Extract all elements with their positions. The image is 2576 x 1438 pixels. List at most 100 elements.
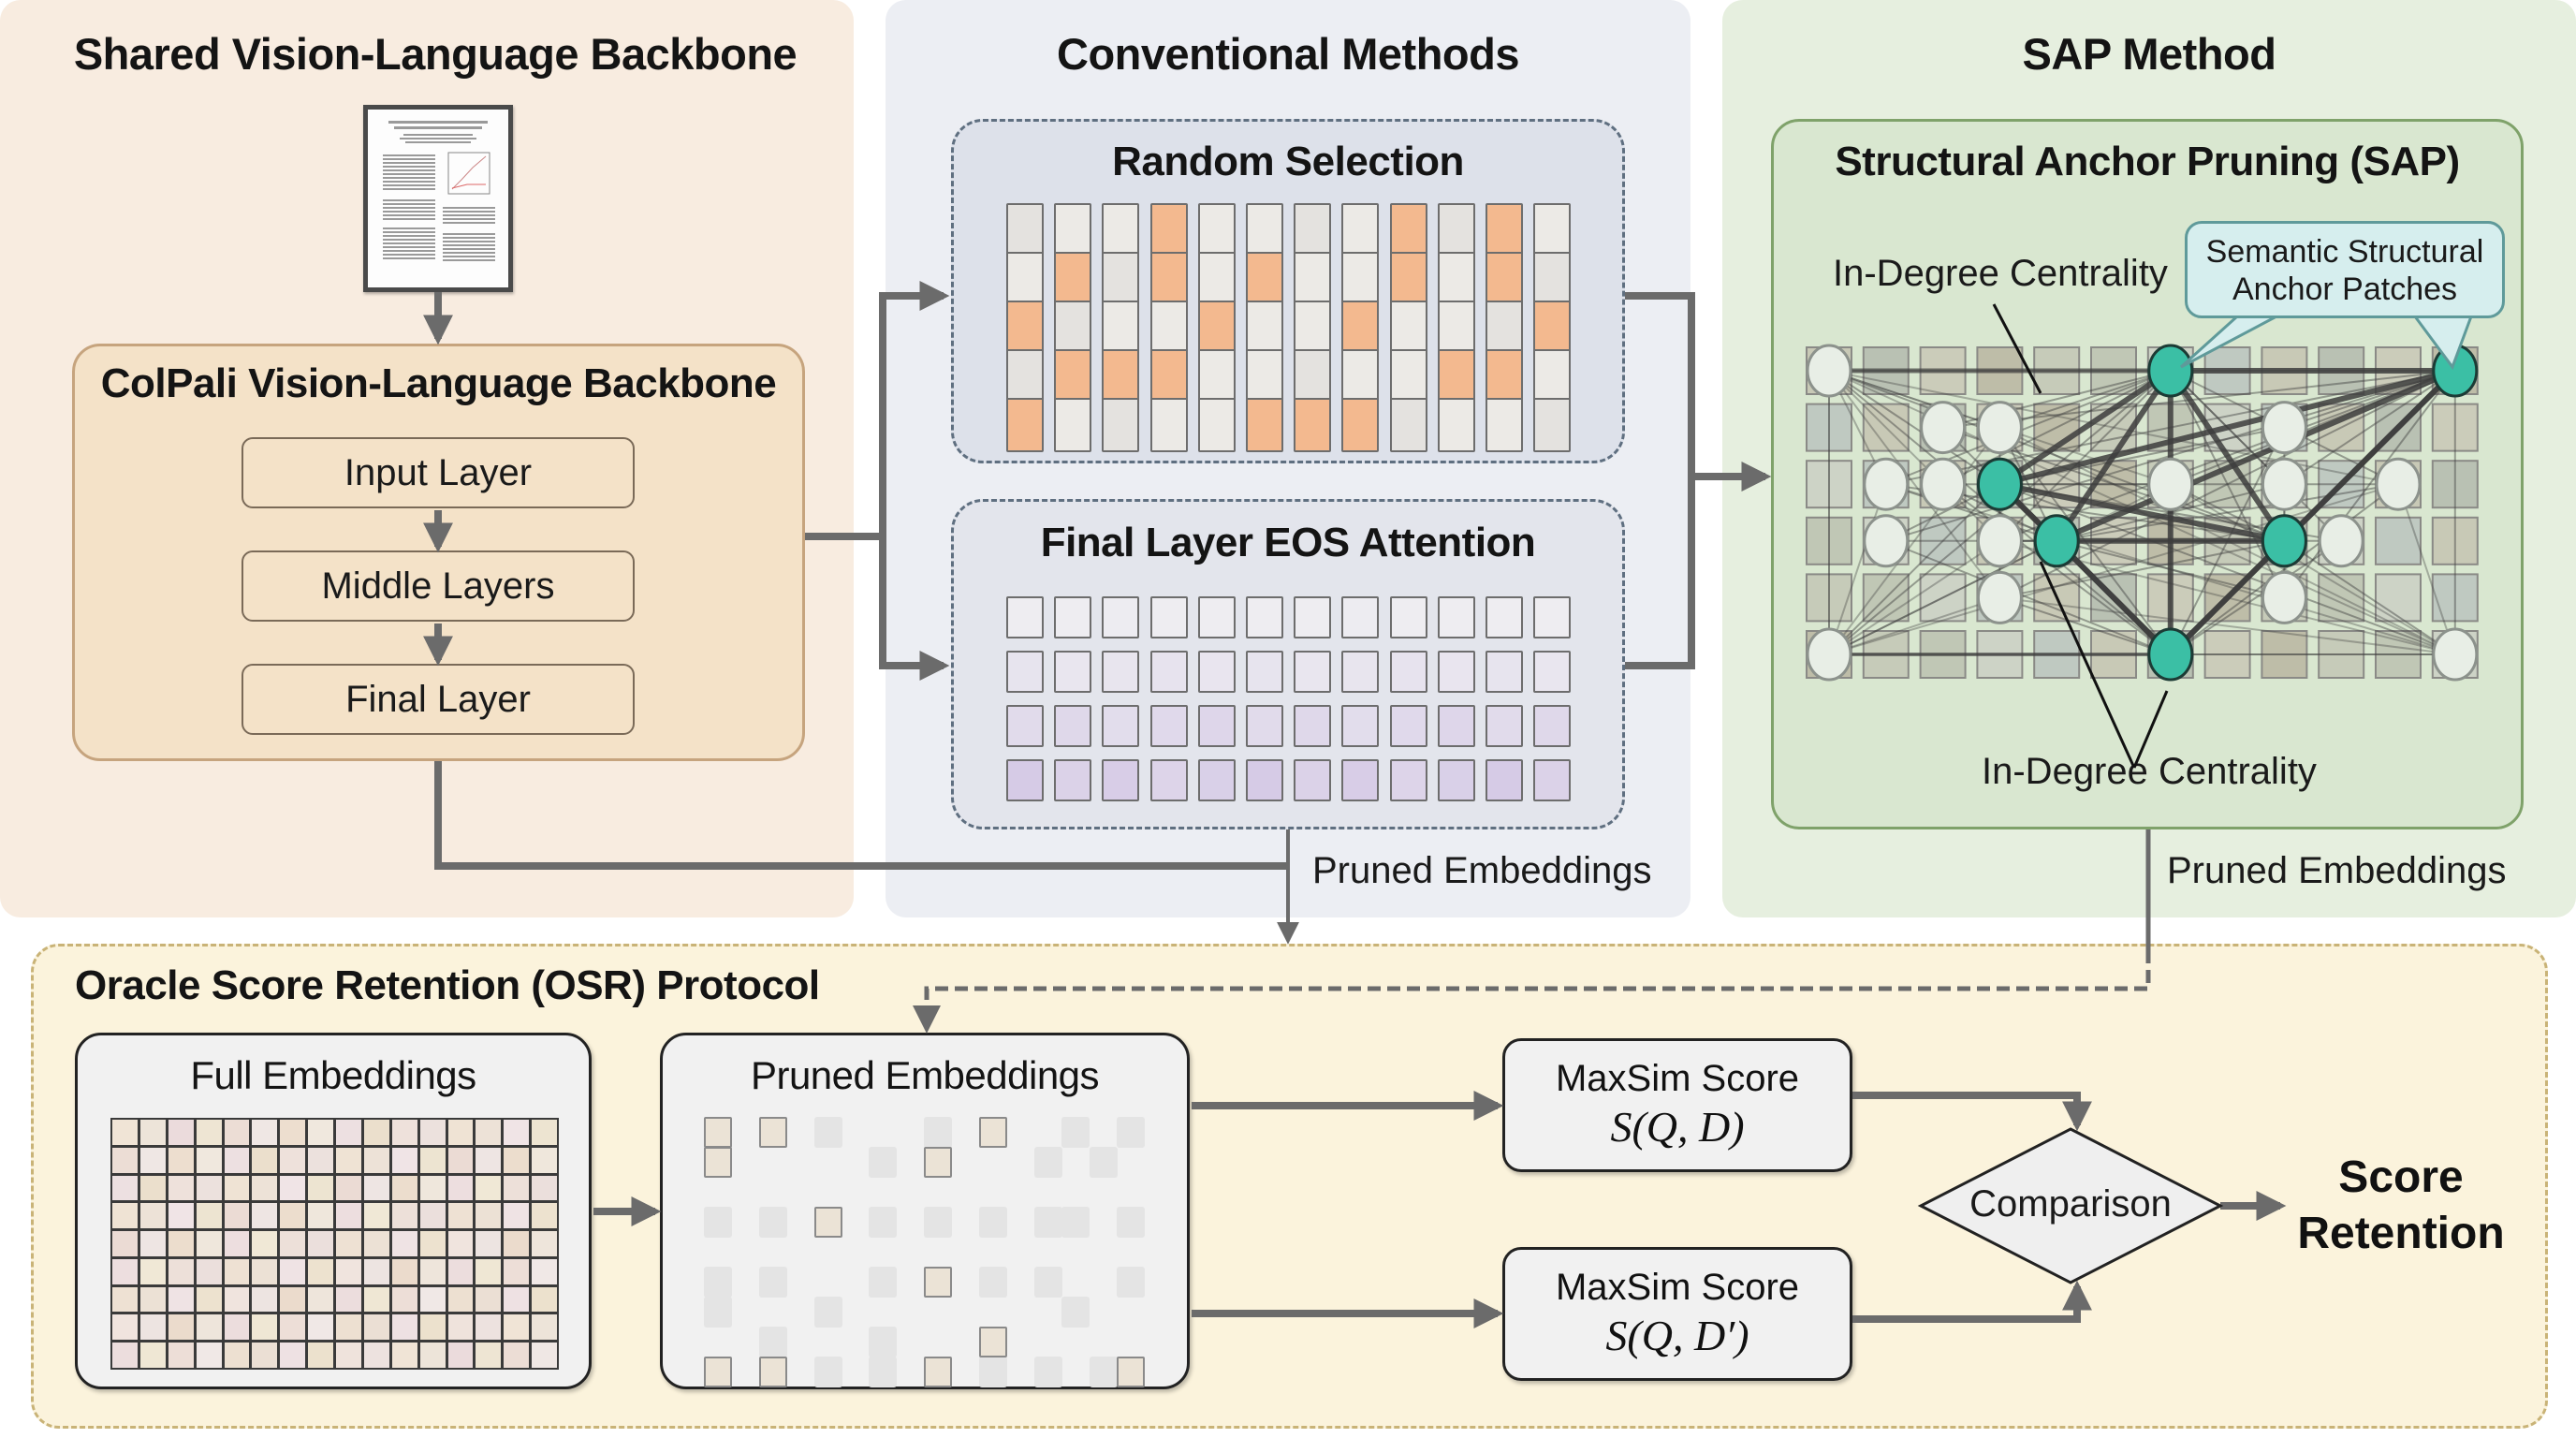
pruned-dropped-cell xyxy=(758,1327,787,1357)
random-unselected-patch xyxy=(1533,349,1572,404)
eos-attention-patch xyxy=(1533,705,1572,747)
full-embedding-cell xyxy=(502,1173,532,1203)
pruned-dropped-cell xyxy=(813,1297,842,1328)
pruned-dropped-cell xyxy=(758,1267,787,1298)
full-embedding-cell xyxy=(138,1284,168,1314)
random-unselected-patch xyxy=(1149,398,1188,452)
random-unselected-patch xyxy=(1246,301,1283,355)
full-embedding-cell xyxy=(306,1201,335,1231)
full-embedding-cell xyxy=(250,1118,280,1147)
full-embedding-cell xyxy=(138,1341,168,1370)
random-unselected-patch xyxy=(1197,203,1236,257)
score-retention-line-2: Retention xyxy=(2297,1209,2505,1258)
random-selected-patch xyxy=(1197,301,1236,355)
full-embedding-cell xyxy=(474,1173,504,1203)
full-embedding-cell xyxy=(278,1341,308,1370)
anchor-patches-callout: Semantic Structural Anchor Patches xyxy=(2185,221,2505,318)
eos-attention-patch xyxy=(1437,705,1475,747)
full-embedding-cell xyxy=(110,1229,139,1258)
random-unselected-patch xyxy=(1006,252,1044,306)
random-selected-patch xyxy=(1389,203,1427,257)
eos-attention-patch xyxy=(1102,651,1140,693)
pruned-dropped-cell xyxy=(979,1267,1007,1298)
full-embedding-cell xyxy=(194,1313,224,1343)
eos-attention-patch xyxy=(1246,651,1283,693)
pruned-dropped-cell xyxy=(813,1117,842,1148)
eos-attention-patch xyxy=(1486,705,1523,747)
random-unselected-patch xyxy=(1437,203,1475,257)
random-unselected-patch xyxy=(1341,252,1380,306)
eos-attention-patch xyxy=(1341,651,1380,693)
full-embedding-cell xyxy=(278,1229,308,1258)
full-embedding-cell xyxy=(361,1256,391,1286)
pruned-dropped-cell xyxy=(813,1357,842,1387)
random-selected-patch xyxy=(1246,398,1283,452)
full-embedding-cell xyxy=(446,1173,476,1203)
random-unselected-patch xyxy=(1102,398,1140,452)
eos-attention-patch xyxy=(1197,759,1236,801)
pruned-dropped-cell xyxy=(1117,1267,1145,1298)
full-embedding-cell xyxy=(110,1256,139,1286)
full-embedding-cell xyxy=(110,1341,139,1370)
full-embedding-cell xyxy=(334,1256,363,1286)
full-embedding-cell xyxy=(446,1341,476,1370)
pruned-kept-cell xyxy=(1117,1357,1145,1387)
maxsim-full-formula: S(Q, D) xyxy=(1610,1103,1745,1151)
full-embedding-cell xyxy=(138,1256,168,1286)
random-unselected-patch xyxy=(1006,203,1044,257)
pruned-kept-cell xyxy=(979,1327,1007,1357)
random-unselected-patch xyxy=(1197,252,1236,306)
full-embedding-cell xyxy=(474,1201,504,1231)
random-unselected-patch xyxy=(1102,252,1140,306)
full-embedding-cell xyxy=(530,1173,559,1203)
maxsim-full-box: MaxSim Score S(Q, D) xyxy=(1502,1038,1852,1172)
full-embedding-cell xyxy=(389,1313,419,1343)
full-embedding-cell xyxy=(194,1201,224,1231)
random-unselected-patch xyxy=(1246,349,1283,404)
full-embedding-cell xyxy=(502,1145,532,1175)
full-embedding-cell xyxy=(446,1284,476,1314)
full-embedding-cell xyxy=(166,1118,196,1147)
eos-attention-patch xyxy=(1149,759,1188,801)
random-selection-title: Random Selection xyxy=(1112,139,1464,184)
eos-attention-patch xyxy=(1197,651,1236,693)
random-unselected-patch xyxy=(1006,349,1044,404)
full-embedding-cell xyxy=(138,1173,168,1203)
full-embedding-cell xyxy=(389,1118,419,1147)
full-embedding-cell xyxy=(166,1201,196,1231)
pruned-dropped-cell xyxy=(758,1207,787,1238)
full-embedding-cell xyxy=(334,1118,363,1147)
full-embedding-cell xyxy=(530,1118,559,1147)
full-embedding-cell xyxy=(474,1284,504,1314)
final-layer-box: Final Layer xyxy=(242,664,635,735)
full-embedding-cell xyxy=(222,1284,252,1314)
full-embedding-cell xyxy=(250,1145,280,1175)
pruned-kept-cell xyxy=(924,1147,953,1178)
full-embedding-cell xyxy=(361,1284,391,1314)
full-embedding-cell xyxy=(138,1118,168,1147)
full-embedding-cell xyxy=(222,1256,252,1286)
eos-attention-patch xyxy=(1149,705,1188,747)
full-embedding-cell xyxy=(278,1173,308,1203)
full-embedding-cell xyxy=(306,1173,335,1203)
eos-attention-patch xyxy=(1294,705,1332,747)
full-embedding-cell xyxy=(474,1341,504,1370)
full-embedding-cell xyxy=(417,1256,447,1286)
random-selected-patch xyxy=(1437,349,1475,404)
random-unselected-patch xyxy=(1054,203,1092,257)
full-embedding-cell xyxy=(530,1341,559,1370)
eos-attention-patch xyxy=(1054,651,1092,693)
eos-attention-patch xyxy=(1006,596,1044,638)
full-embedding-cell xyxy=(278,1201,308,1231)
score-retention-line-1: Score xyxy=(2338,1152,2464,1202)
full-embedding-cell xyxy=(250,1313,280,1343)
full-embedding-cell xyxy=(389,1284,419,1314)
eos-attention-patch xyxy=(1389,596,1427,638)
random-unselected-patch xyxy=(1294,349,1332,404)
full-embedding-cell xyxy=(446,1313,476,1343)
full-embedding-cell xyxy=(222,1229,252,1258)
document-page-icon xyxy=(363,105,513,292)
full-embedding-cell xyxy=(110,1284,139,1314)
full-embedding-cell xyxy=(166,1145,196,1175)
full-embedding-cell xyxy=(334,1229,363,1258)
